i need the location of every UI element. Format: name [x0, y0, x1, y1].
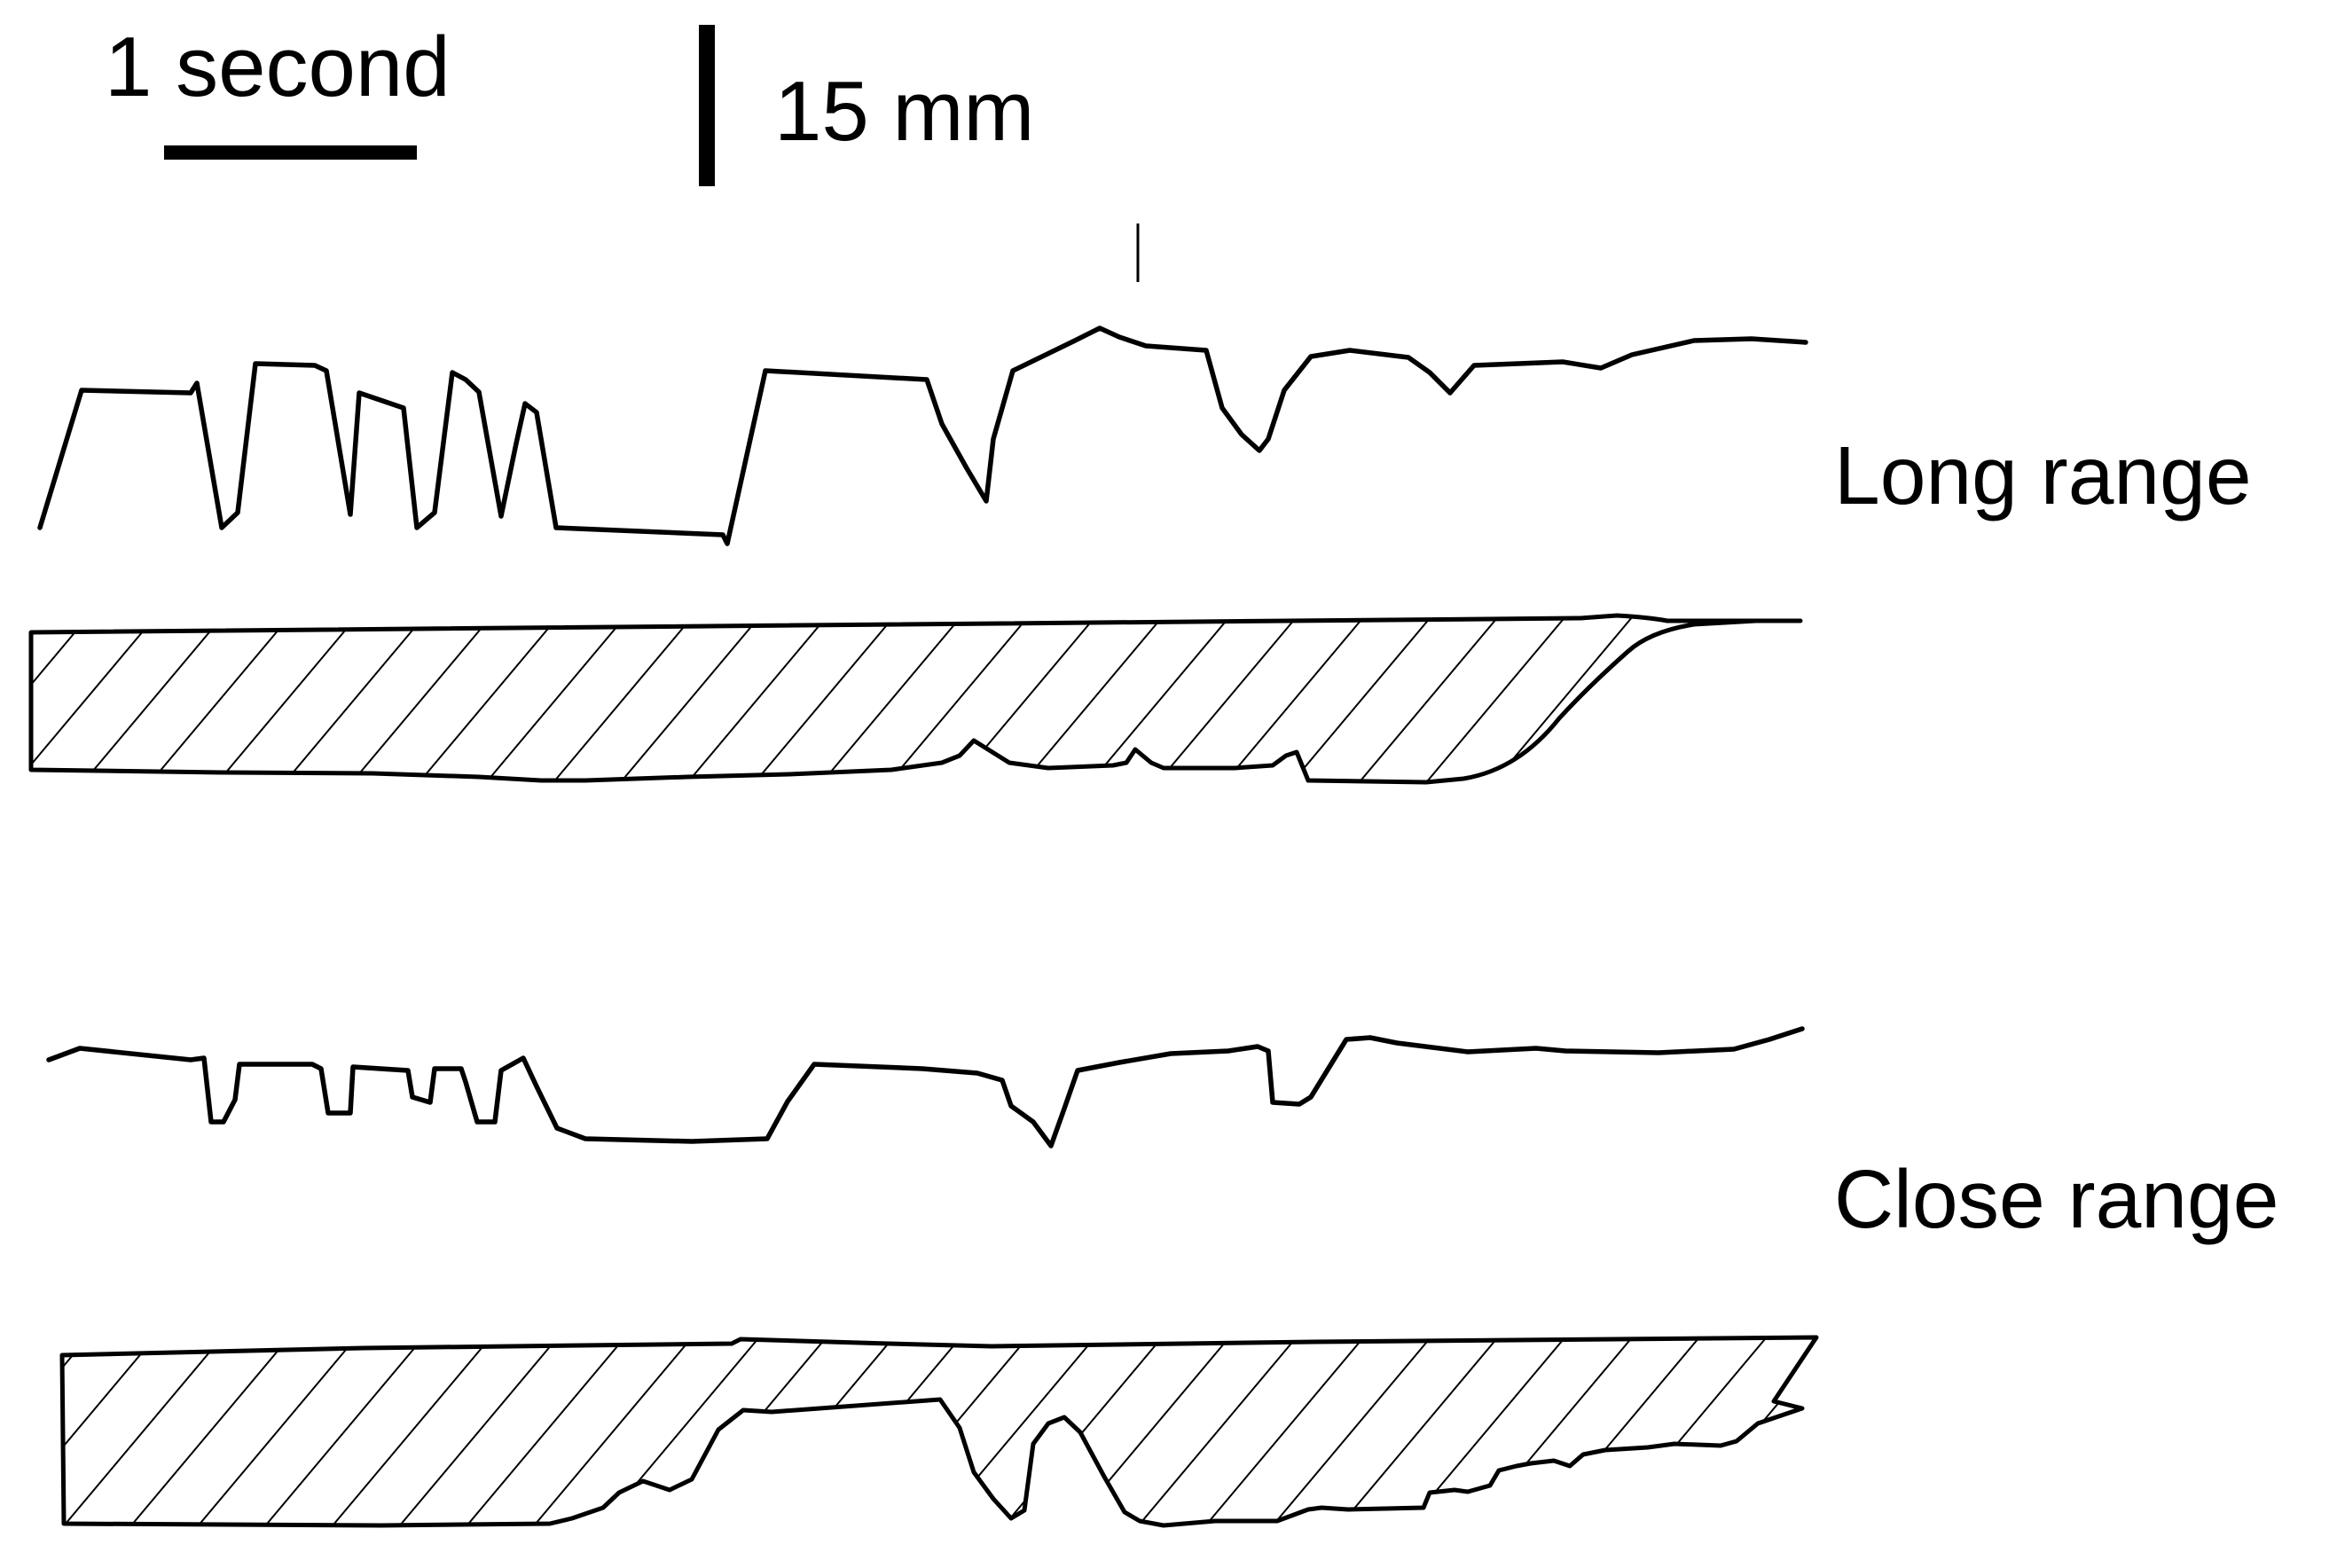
close-range-movement-trace — [46, 1026, 1805, 1149]
long-range-label: Long range — [1834, 429, 2252, 521]
time-scale-label: 1 second — [105, 20, 451, 114]
distance-scale-label: 15 mm — [774, 64, 1034, 159]
time-scale-bar: 1 second — [105, 20, 451, 160]
long-range-movement-trace — [37, 325, 1808, 546]
close-range-label: Close range — [1834, 1153, 2278, 1245]
close-range-hatched-band — [59, 1335, 1819, 1528]
distance-scale-bar: 15 mm — [699, 25, 1034, 186]
long-range-hatched-band — [28, 613, 1803, 785]
